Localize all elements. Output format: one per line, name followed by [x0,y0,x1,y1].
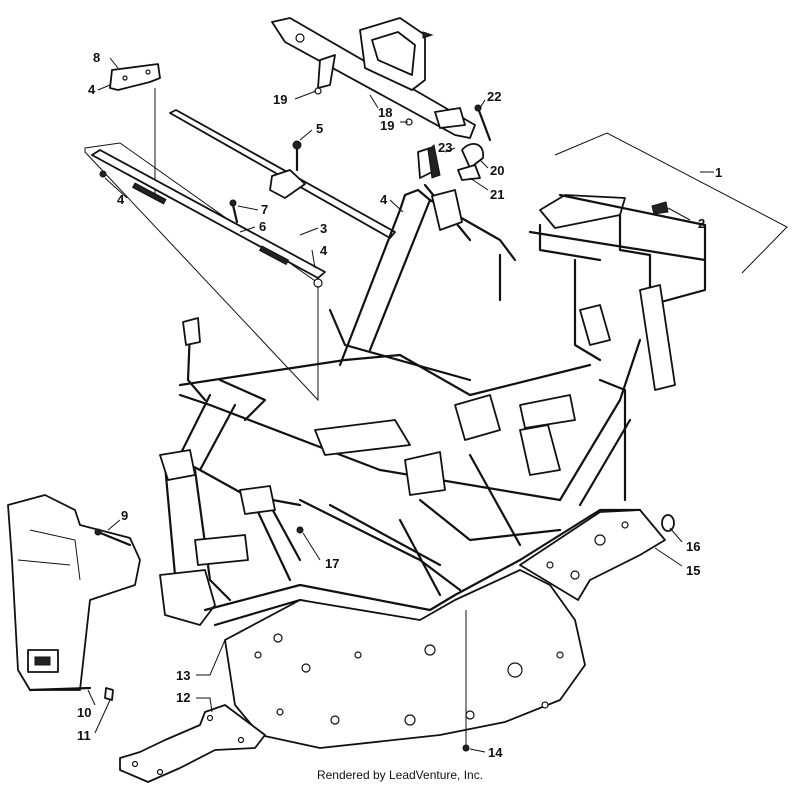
decal-2 [651,201,669,215]
callout-16: 16 [686,539,700,554]
callout-1: 1 [715,165,722,180]
callout-4d: 4 [320,243,328,258]
callout-4c: 4 [380,192,388,207]
front-bumper-10 [7,494,141,701]
chassis-frame [159,147,707,627]
callout-18: 18 [378,105,392,120]
callout-17: 17 [325,556,339,571]
callout-6: 6 [259,219,266,234]
callout-4b: 4 [117,192,125,207]
group-1-bracket [554,132,788,274]
footer-credit: Rendered by LeadVenture, Inc. [316,768,484,782]
callout-3: 3 [320,221,327,236]
callout-15: 15 [686,563,700,578]
top-bar-assembly [271,17,492,181]
grommet-16 [661,514,675,532]
callout-22: 22 [487,89,501,104]
callout-7: 7 [261,202,268,217]
top-bar-18 [271,17,476,139]
callout-4a: 4 [88,82,96,97]
rail-6 [91,149,326,279]
callout-19b: 19 [380,118,394,133]
callout-13: 13 [176,668,190,683]
callout-14: 14 [488,745,503,760]
skid-plate-15 [519,509,666,601]
floor-plate-13 [224,569,586,749]
callout-19a: 19 [273,92,287,107]
callouts: 1 2 3 4 4 4 4 5 6 7 8 9 10 11 12 13 14 1… [77,50,722,760]
bracket-12 [119,704,266,783]
callout-20: 20 [490,163,504,178]
callout-11: 11 [77,728,91,743]
callout-10: 10 [77,705,91,720]
callout-12: 12 [176,690,190,705]
upper-rail-assembly [84,63,396,402]
callout-5: 5 [316,121,323,136]
leader-lines [87,57,691,753]
callout-8: 8 [93,50,100,65]
callout-2: 2 [698,216,705,231]
callout-23: 23 [438,140,452,155]
callout-21: 21 [490,187,504,202]
callout-9: 9 [121,508,128,523]
